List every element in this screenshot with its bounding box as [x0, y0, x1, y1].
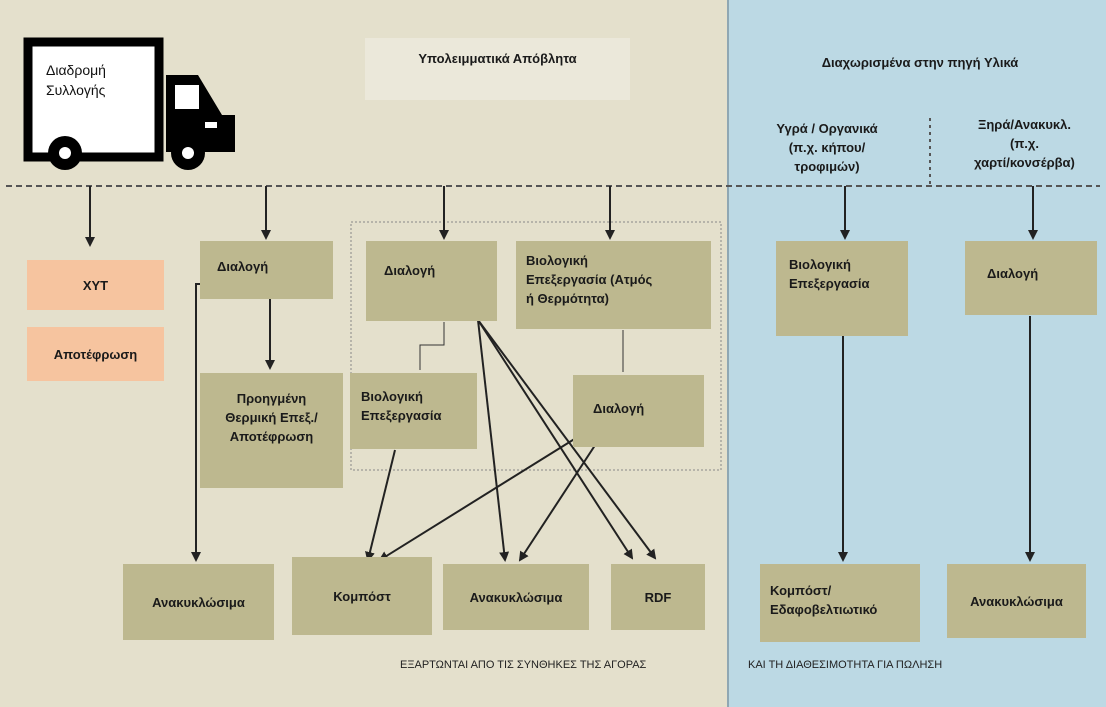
sorting-box-4: Διαλογή [965, 241, 1097, 315]
sorting-box-3: Διαλογή [573, 375, 704, 447]
market-conditions-note: ΕΞΑΡΤΩΝΤΑΙ ΑΠΟ ΤΙΣ ΣΥΝΘΗΚΕΣ ΤΗΣ ΑΓΟΡΑΣ [400, 659, 647, 671]
recyclables-box-1: Ανακυκλώσιμα [123, 564, 274, 640]
incineration-box: Αποτέφρωση [27, 327, 164, 381]
compost-soil-improver-box: Κομπόστ/ Εδαφοβελτιωτικό [760, 564, 920, 642]
sorting-box-1: Διαλογή [200, 241, 333, 299]
wet-organic-header: Υγρά / Οργανικά (π.χ. κήπου/ τροφιμών) [776, 121, 878, 174]
residual-waste-header: Υπολειμματικά Απόβλητα [418, 51, 577, 66]
dry-recyclable-header: Ξηρά/Ανακυκλ. (π.χ. χαρτί/κονσέρβα) [974, 117, 1075, 170]
compost-box: Κομπόστ [292, 557, 432, 635]
residual-header-band [365, 38, 630, 100]
sorting-box-2: Διαλογή [366, 241, 497, 321]
availability-note: ΚΑΙ ΤΗ ΔΙΑΘΕΣΙΜΟΤΗΤΑ ΓΙΑ ΠΩΛΗΣΗ [748, 659, 943, 671]
bio-treatment-steam-box: Βιολογική Επεξεργασία (Ατμός ή Θερμότητα… [516, 241, 711, 329]
bio-treatment-box: Βιολογική Επεξεργασία [350, 373, 477, 449]
collection-route-label: Διαδρομή Συλλογής [46, 62, 106, 98]
source-separated-header: Διαχωρισμένα στην πηγή Υλικά [821, 55, 1019, 70]
recyclables-box-3: Ανακυκλώσιμα [947, 564, 1086, 638]
advanced-thermal-box: Προηγμένη Θερμική Επεξ./ Αποτέφρωση [200, 373, 343, 488]
landfill-box: ΧΥΤ [27, 260, 164, 310]
bio-treatment-box-2: Βιολογική Επεξεργασία [776, 241, 908, 336]
recyclables-box-2: Ανακυκλώσιμα [443, 564, 589, 630]
rdf-box: RDF [611, 564, 705, 630]
